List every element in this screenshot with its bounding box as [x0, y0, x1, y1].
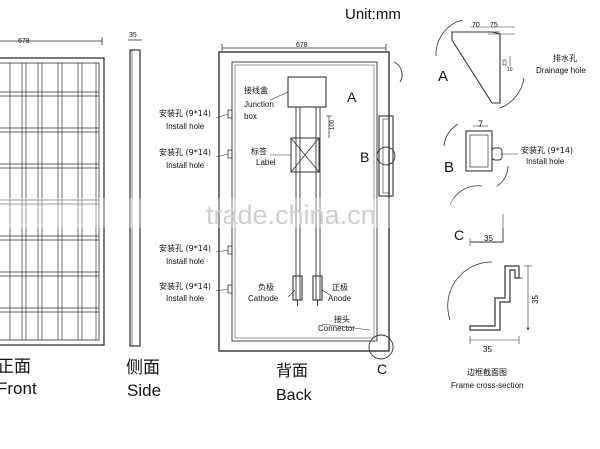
frame-section-en: Frame cross-section [451, 381, 523, 390]
install-hole-2-zh: 安装孔 (9*14) [159, 147, 211, 157]
connector-en: Connector [318, 324, 355, 333]
detail-mark-a: A [347, 89, 357, 105]
detail-a-dim-75: 75 [490, 22, 498, 29]
anode-en: Anode [328, 294, 352, 303]
back-width-dim: 678 [296, 42, 308, 49]
side-thickness-dim: 35 [129, 32, 137, 39]
install-hole-4-en: Install hole [166, 294, 205, 303]
back-label-zh: 背面 [276, 361, 308, 380]
side-label-zh: 侧面 [126, 358, 160, 378]
junction-box-zh: 接线盒 [244, 85, 268, 95]
frame-height-dim: 35 [531, 295, 540, 304]
frame-width-dim: 35 [483, 345, 492, 354]
detail-a-dim-10: 10 [507, 67, 513, 73]
detail-b [443, 123, 518, 187]
junction-box-en1: Junction [244, 100, 274, 109]
cathode-en: Cathode [248, 294, 279, 303]
detail-b-dim: 7 [478, 119, 483, 129]
back-label-en: Back [276, 387, 313, 404]
back-view [215, 44, 403, 360]
install-hole-3-zh: 安装孔 (9*14) [159, 243, 211, 253]
detail-a-letter: A [438, 68, 448, 85]
side-label-en: Side [127, 381, 161, 400]
detail-c-dim: 35 [484, 234, 493, 243]
front-view [0, 37, 105, 346]
front-label-en: Front [0, 379, 37, 398]
label-dim: 100 [330, 119, 336, 130]
detail-c [449, 185, 504, 246]
junction-box-en2: box [244, 112, 257, 121]
install-hole-2-en: Install hole [166, 161, 205, 170]
label-en: Label [256, 158, 276, 167]
detail-a-dim-70: 70 [472, 22, 480, 29]
side-view [128, 39, 142, 347]
unit-label: Unit:mm [345, 6, 401, 23]
drainage-hole-zh: 排水孔 [553, 53, 577, 63]
front-label-zh: 正面 [0, 357, 31, 377]
watermark-band [0, 198, 600, 228]
detail-mark-b: B [360, 149, 369, 165]
detail-a [435, 19, 525, 109]
frame-section-zh: 边框截面图 [467, 367, 507, 377]
connector-zh: 接头 [334, 314, 350, 324]
drainage-hole-en: Drainage hole [536, 66, 586, 75]
install-hole-1-en: Install hole [166, 122, 205, 131]
detail-b-install-zh: 安装孔 (9*14) [521, 145, 573, 155]
install-hole-1-zh: 安装孔 (9*14) [159, 108, 211, 118]
anode-zh: 正极 [332, 282, 348, 292]
label-zh: 标签 [251, 146, 267, 156]
detail-c-letter: C [454, 227, 464, 243]
detail-b-install-en: Install hole [526, 157, 565, 166]
install-hole-4-zh: 安装孔 (9*14) [159, 281, 211, 291]
watermark: trade.china.cn [206, 200, 376, 230]
cathode-zh: 负极 [258, 282, 274, 292]
frame-cross-section [447, 261, 532, 344]
detail-mark-c: C [377, 361, 387, 377]
install-hole-3-en: Install hole [166, 257, 205, 266]
detail-b-letter: B [444, 159, 454, 176]
front-width-dim: 678 [18, 38, 30, 45]
